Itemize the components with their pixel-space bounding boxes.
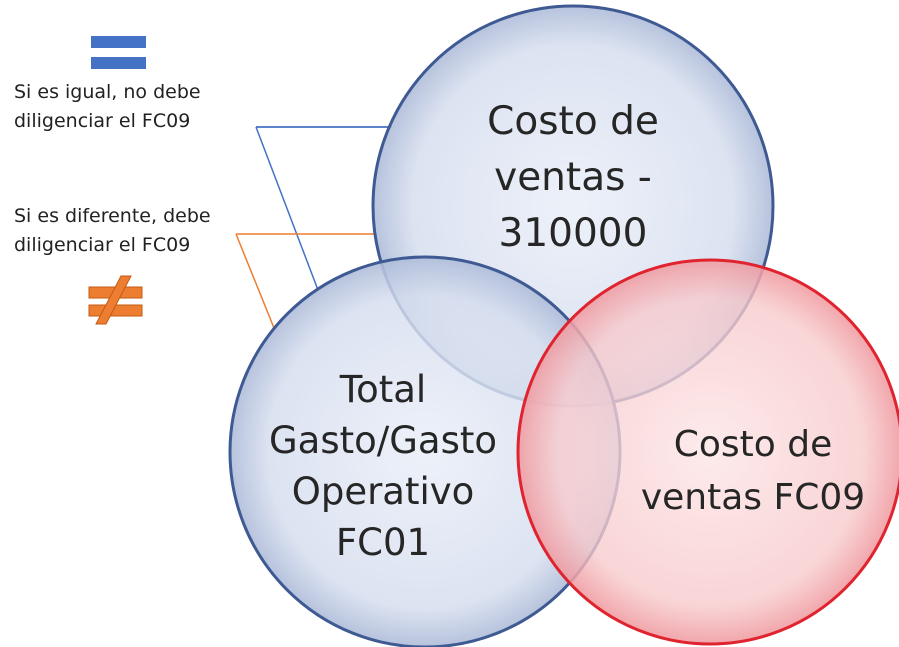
- circle-top-label-line-3: 310000: [498, 211, 648, 256]
- circle-right-label-line-2: ventas FC09: [640, 477, 866, 518]
- equal-connector-diagonal: [255, 126, 319, 291]
- circle-left-label-line-4: FC01: [335, 521, 431, 564]
- different-legend-line-1: Si es diferente, debe: [14, 205, 211, 227]
- circle-top-label-line-1: Costo de: [487, 99, 659, 144]
- different-legend-text: Si es diferente, debe diligenciar el FC0…: [14, 202, 274, 260]
- circle-left-label-line-3: Operativo: [291, 470, 475, 513]
- equal-legend-line-2: diligenciar el FC09: [14, 110, 191, 132]
- equal-legend-text: Si es igual, no debe diligenciar el FC09: [14, 78, 274, 136]
- circle-left-label-line-2: Gasto/Gasto: [269, 419, 497, 462]
- equals-icon: [91, 36, 146, 69]
- circle-right-label-line-1: Costo de: [673, 424, 833, 465]
- circle-left-label-line-1: Total: [339, 368, 427, 411]
- circle-top-label-line-2: ventas -: [494, 155, 652, 200]
- circle-top-label: Costo de ventas - 310000: [433, 94, 713, 262]
- circle-right-label: Costo de ventas FC09: [618, 418, 888, 524]
- circle-left-label: Total Gasto/Gasto Operativo FC01: [243, 364, 523, 568]
- equal-legend-line-1: Si es igual, no debe: [14, 81, 201, 103]
- circle-right: [516, 258, 899, 646]
- not-equal-icon: [88, 275, 143, 325]
- different-connector-diagonal: [235, 233, 275, 329]
- different-legend-line-2: diligenciar el FC09: [14, 234, 191, 256]
